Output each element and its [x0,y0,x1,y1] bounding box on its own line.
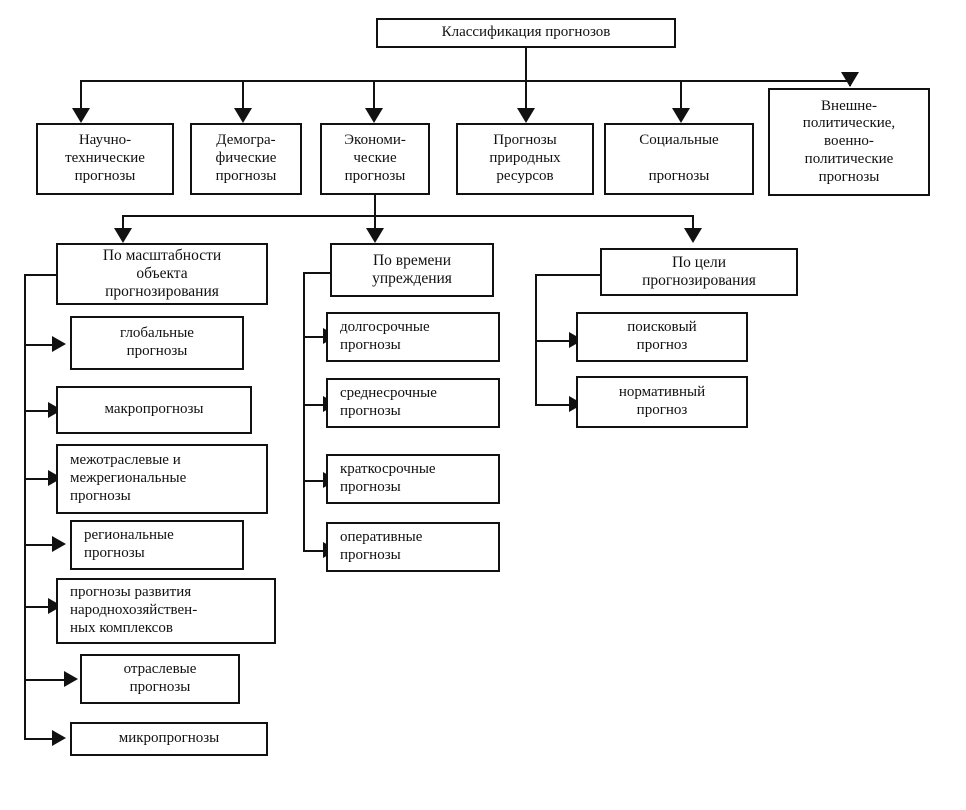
arrow-into-node-5-icon [672,108,690,123]
connector-drop-3 [373,80,375,108]
connector-group1-bus [24,274,26,740]
connector-g1-branch-5 [24,606,50,608]
arrow-into-mikroprognozy-icon [52,730,66,746]
arrow-into-node-1-icon [72,108,90,123]
node-root-classification: Классификация прогнозов [376,18,676,48]
node-sectoral-forecasts: отраслевые прогнозы [80,654,240,704]
node-foreign-military-political-forecasts: Внешне- политические, военно- политическ… [768,88,930,196]
node-national-economic-complex-forecasts: прогнозы развития народнохозяйствен- ных… [56,578,276,644]
node-demographic-forecasts: Демогра- фические прогнозы [190,123,302,195]
arrow-into-regionalnye-icon [52,536,66,552]
connector-g1-branch-1 [24,344,54,346]
node-global-forecasts: глобальные прогнозы [70,316,244,370]
node-micro-forecasts: микропрогнозы [70,722,268,756]
connector-level2-bus [80,80,850,82]
node-scientific-technical-forecasts: Научно- технические прогнозы [36,123,174,195]
connector-g1-branch-3 [24,478,50,480]
arrow-into-group-time-icon [366,228,384,243]
node-economic-forecasts: Экономи- ческие прогнозы [320,123,430,195]
connector-g3-branch-2 [535,404,571,406]
connector-drop-2 [242,80,244,108]
connector-group3-entry [535,274,602,276]
connector-g2-branch-2 [303,404,325,406]
connector-drop-4 [525,80,527,108]
node-long-term-forecasts: долгосрочные прогнозы [326,312,500,362]
group-header-by-goal: По цели прогнозирования [600,248,798,296]
node-natural-resource-forecasts: Прогнозы природных ресурсов [456,123,594,195]
connector-drop-1 [80,80,82,108]
connector-level3-bus [122,215,694,217]
connector-group2-entry [303,272,332,274]
group-header-by-lead-time: По времени упреждения [330,243,494,297]
arrow-into-group-scale-icon [114,228,132,243]
node-social-forecasts: Социальные прогнозы [604,123,754,195]
node-medium-term-forecasts: среднесрочные прогнозы [326,378,500,428]
connector-root-stem [525,48,527,82]
connector-level3-drop-1 [122,215,124,231]
node-macro-forecasts: макропрогнозы [56,386,252,434]
arrow-into-globalnye-icon [52,336,66,352]
connector-g1-branch-6 [24,679,66,681]
arrow-into-node-2-icon [234,108,252,123]
node-normative-forecast: нормативный прогноз [576,376,748,428]
connector-g2-branch-1 [303,336,325,338]
connector-group2-bus [303,272,305,552]
node-regional-forecasts: региональные прогнозы [70,520,244,570]
connector-g1-branch-7 [24,738,54,740]
node-short-term-forecasts: краткосрочные прогнозы [326,454,500,504]
connector-level3-drop-2 [374,215,376,231]
connector-group3-bus [535,274,537,404]
arrow-into-node-4-icon [517,108,535,123]
connector-g2-branch-4 [303,550,325,552]
connector-g1-branch-2 [24,410,50,412]
node-operational-forecasts: оперативные прогнозы [326,522,500,572]
arrow-into-otraslevye-icon [64,671,78,687]
connector-g3-branch-1 [535,340,571,342]
connector-group1-entry [24,274,58,276]
arrow-into-node-6-icon [841,72,859,87]
node-exploratory-forecast: поисковый прогноз [576,312,748,362]
connector-g1-branch-4 [24,544,54,546]
arrow-into-group-goal-icon [684,228,702,243]
connector-g2-branch-3 [303,480,325,482]
connector-level3-drop-3 [692,215,694,231]
group-header-by-scale: По масштабности объекта прогнозирования [56,243,268,305]
connector-drop-5 [680,80,682,108]
arrow-into-node-3-icon [365,108,383,123]
node-intersectoral-interregional-forecasts: межотраслевые и межрегиональные прогнозы [56,444,268,514]
connector-level3-stem [374,195,376,217]
